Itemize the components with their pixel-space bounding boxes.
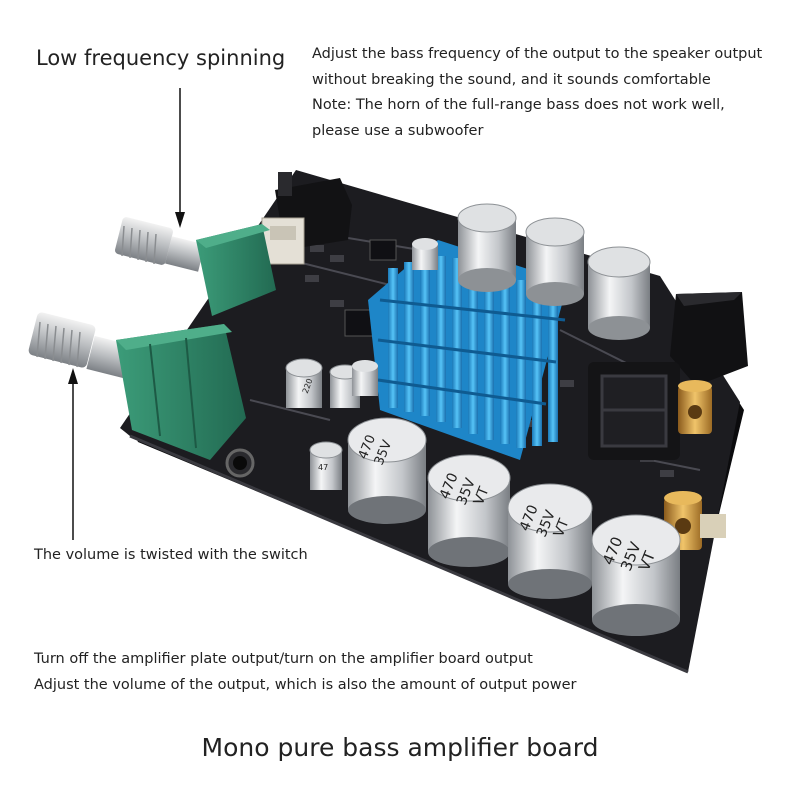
bass-description-line: please use a subwoofer: [312, 122, 484, 139]
capacitor: [457, 203, 517, 292]
capacitor-mark: 47: [318, 463, 328, 472]
capacitor-group-large: 470 35V 470 35V VT 470 35V VT 470 35V VT: [347, 417, 681, 636]
bass-frequency-description: Adjust the bass frequency of the output …: [312, 42, 762, 144]
capacitor-mark: VT: [551, 516, 573, 539]
output-description-line: Turn off the amplifier plate output/turn…: [34, 651, 533, 667]
speaker-terminals: [664, 380, 726, 550]
inductor: [588, 362, 680, 460]
capacitor-mark: VT: [471, 484, 493, 507]
capacitor-large: 470 35V VT: [591, 514, 681, 636]
capacitor: 47: [309, 441, 343, 490]
bass-description-line: Adjust the bass frequency of the output …: [312, 46, 763, 62]
dc-jack: [670, 292, 748, 386]
volume-switch-label: The volume is twisted with the switch: [34, 547, 308, 563]
capacitor: 220: [285, 358, 323, 408]
heatsink: [368, 240, 568, 460]
capacitor: [525, 217, 585, 306]
bass-description-line: without breaking the sound, and it sound…: [312, 71, 711, 88]
bass-description-line: Note: The horn of the full-range bass do…: [312, 97, 725, 113]
arrow-low-frequency: [175, 88, 185, 228]
volume-switch-knob: [28, 312, 246, 460]
low-frequency-label: Low frequency spinning: [36, 46, 286, 70]
capacitor-large: 470 35V: [347, 417, 427, 524]
capacitor-large: 470 35V VT: [507, 483, 593, 599]
capacitor: [587, 246, 651, 340]
capacitor-group-top: [412, 203, 651, 340]
capacitor: [412, 238, 438, 270]
output-description: Turn off the amplifier plate output/turn…: [34, 646, 577, 698]
page-title: Mono pure bass amplifier board: [201, 733, 599, 762]
output-description-line: Adjust the volume of the output, which i…: [34, 677, 577, 693]
power-connector: [261, 217, 305, 265]
arrow-volume: [68, 368, 78, 540]
capacitor: [352, 360, 378, 396]
capacitor-large: 470 35V VT: [427, 454, 511, 567]
capacitor-group-small: 220 47: [285, 358, 378, 490]
bass-frequency-knob: [115, 217, 276, 316]
